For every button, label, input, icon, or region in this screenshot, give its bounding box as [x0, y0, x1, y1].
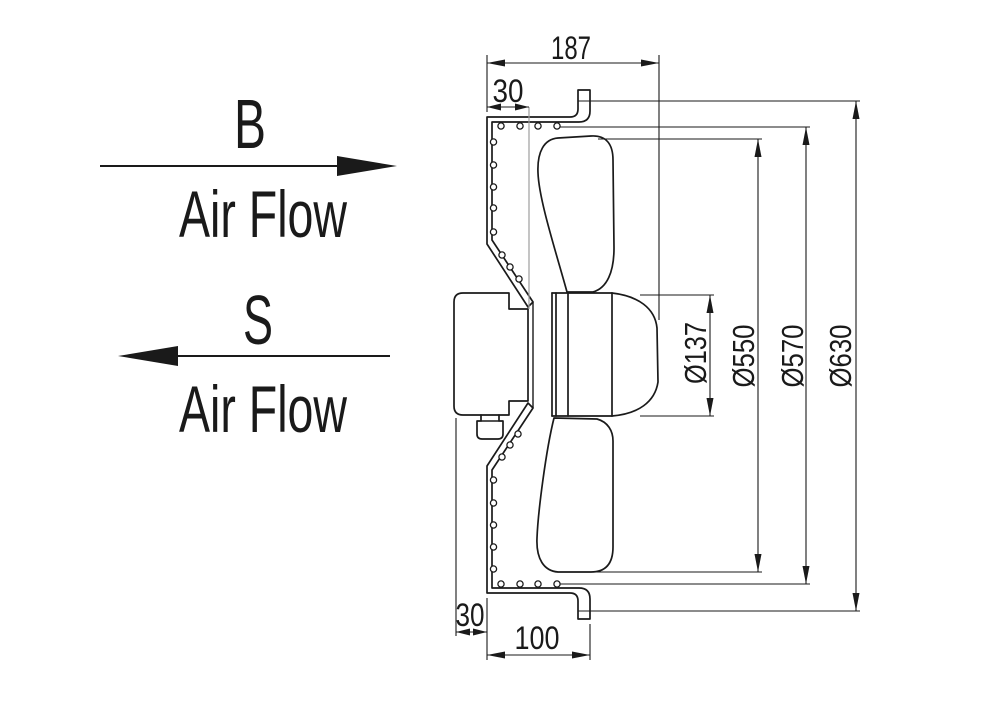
dim-100-label: 100 [515, 620, 560, 656]
terminal-box [476, 414, 504, 440]
housing-bottom-sheet [486, 402, 591, 620]
airflow-s-caption: Air Flow [179, 372, 347, 446]
airflow-b-caption: Air Flow [179, 177, 347, 251]
rivet-holes-bottom-strut [498, 430, 522, 461]
mounting-holes-bottom-flange [497, 580, 561, 588]
rivet-holes-top-strut [498, 251, 523, 283]
airflow-b-group: B Air Flow [100, 85, 397, 251]
fan-blade-top [537, 135, 615, 293]
motor-body [453, 292, 529, 416]
dimension-flange-depth: 100 [486, 598, 591, 660]
housing-top-sheet [486, 89, 591, 308]
impeller [536, 135, 615, 573]
dim-550-label: Ø550 [726, 325, 761, 388]
dimension-motor-rear-clearance: 30 [455, 418, 487, 636]
dim-187-label: 187 [551, 30, 591, 66]
hub-dome [611, 292, 659, 417]
dimension-overall-diameter: Ø630 [578, 100, 860, 612]
motor-assembly [453, 292, 659, 440]
dimension-flange-inset-top: 30 [487, 73, 529, 111]
dimension-inner-diameter: Ø570 [560, 126, 810, 585]
airflow-s-label: S [243, 281, 273, 359]
motor-rings [551, 292, 613, 417]
dim-30-bottom-label: 30 [456, 597, 485, 633]
airflow-s-arrowhead-left-icon [118, 346, 178, 366]
vent-holes-top-wall [489, 138, 498, 236]
dimension-hub-diameter: Ø137 [640, 294, 714, 417]
dim-570-label: Ø570 [775, 325, 810, 388]
airflow-b-label: B [234, 85, 266, 163]
fan-blade-bottom [536, 417, 614, 573]
mounting-holes-top-flange [497, 122, 561, 130]
dimension-impeller-diameter: Ø550 [592, 138, 762, 573]
dim-30-top-label: 30 [493, 73, 524, 109]
airflow-s-group: S Air Flow [118, 281, 390, 446]
dimension-total-depth: 187 [486, 30, 660, 320]
fan-housing [486, 89, 591, 620]
dim-630-label: Ø630 [823, 325, 858, 388]
dim-137-label: Ø137 [678, 322, 713, 384]
vent-holes-bottom-wall [489, 476, 498, 573]
airflow-b-arrowhead-right-icon [337, 156, 397, 176]
